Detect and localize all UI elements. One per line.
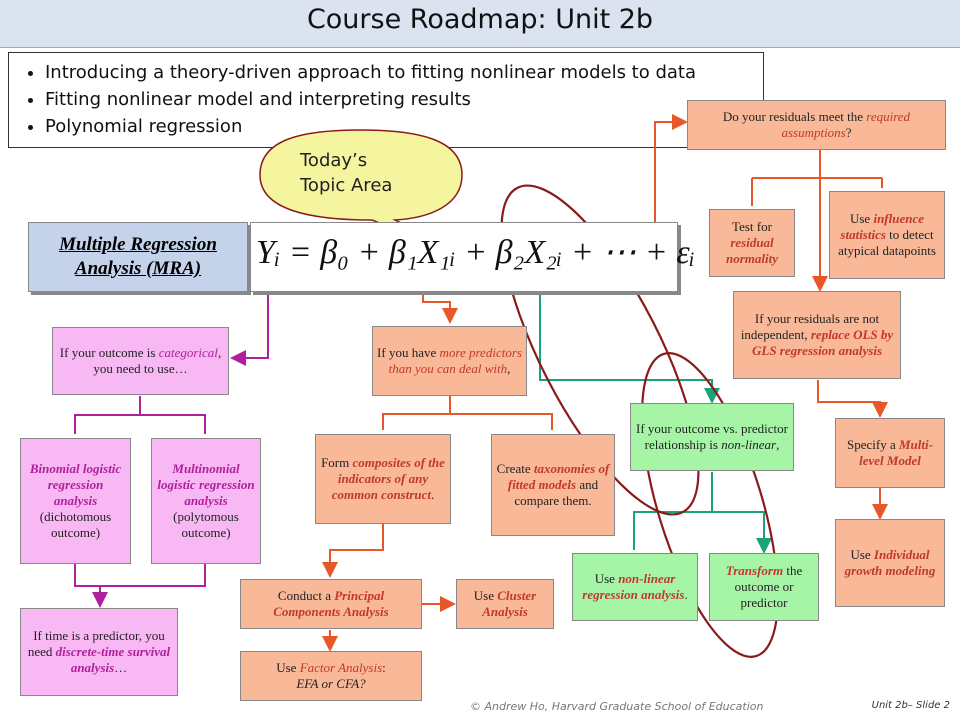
box-residual-normality: Test for residual normality [709,209,795,277]
highlight-ellipse-upper [500,184,700,516]
box-nonlinear-relationship: If your outcome vs. predictor relationsh… [630,403,794,471]
slide-number: Unit 2b– Slide 2 [871,700,950,711]
box-binomial-logistic: Binomial logistic regression analysis (d… [20,438,131,564]
todays-topic-callout: Today’s Topic Area [300,150,393,196]
box-more-predictors: If you have more predictors than you can… [372,326,527,396]
connector-residuals-split [751,150,883,288]
box-nonlinear-regression: Use non-linear regression analysis. [572,553,698,621]
bullet-item: Introducing a theory-driven approach to … [45,59,763,86]
box-cluster-analysis: Use Cluster Analysis [456,579,554,629]
connector-nonlinear-split [633,472,764,550]
box-influence-statistics: Use influence statistics to detect atypi… [829,191,945,279]
connector-to-survival [74,564,206,604]
connector-epsilon-residuals [654,114,688,249]
box-factor-analysis: Use Factor Analysis: EFA or CFA? [240,651,422,701]
regression-equation: Yᵢ = β₀ + β₁X₁ᵢ + β₂X₂ᵢ + ⋯ + εᵢ [256,234,695,271]
mra-label-box: Multiple Regression Analysis (MRA) [28,222,248,292]
box-multinomial-logistic: Multinomial logistic regression analysis… [151,438,261,564]
box-form-composites: Form composites of the indicators of any… [315,434,451,524]
box-survival-analysis: If time is a predictor, you need discret… [20,608,178,696]
box-gls-regression: If your residuals are not independent, r… [733,291,901,379]
highlight-ellipse-lower [641,352,779,658]
footer-credit: © Andrew Ho, Harvard Graduate School of … [470,700,764,713]
box-multilevel-model: Specify a Multi-level Model [835,418,945,488]
box-residual-assumptions: Do your residuals meet the required assu… [687,100,946,150]
callout-bubble [259,129,481,263]
box-principal-components: Conduct a Principal Components Analysis [240,579,422,629]
slide-title: Course Roadmap: Unit 2b [306,4,654,35]
bullet-item: Polynomial regression [45,113,763,140]
connector-predictors-split [382,396,553,430]
box-categorical-outcome: If your outcome is categorical, you need… [52,327,229,395]
box-growth-modeling: Use Individual growth modeling [835,519,945,607]
connector-categorical-split [74,396,206,434]
connector-yi-categorical [230,275,269,366]
connector-x2-nonlinear [539,265,720,404]
regression-equation-box [250,222,678,292]
box-create-taxonomies: Create taxonomies of fitted models and c… [491,434,615,536]
box-transform: Transform the outcome or predictor [709,553,819,621]
connector-composites-pca [322,524,384,578]
bullet-item: Fitting nonlinear model and interpreting… [45,86,763,113]
connector-gls-multilevel [817,380,888,418]
title-bar [0,0,960,48]
